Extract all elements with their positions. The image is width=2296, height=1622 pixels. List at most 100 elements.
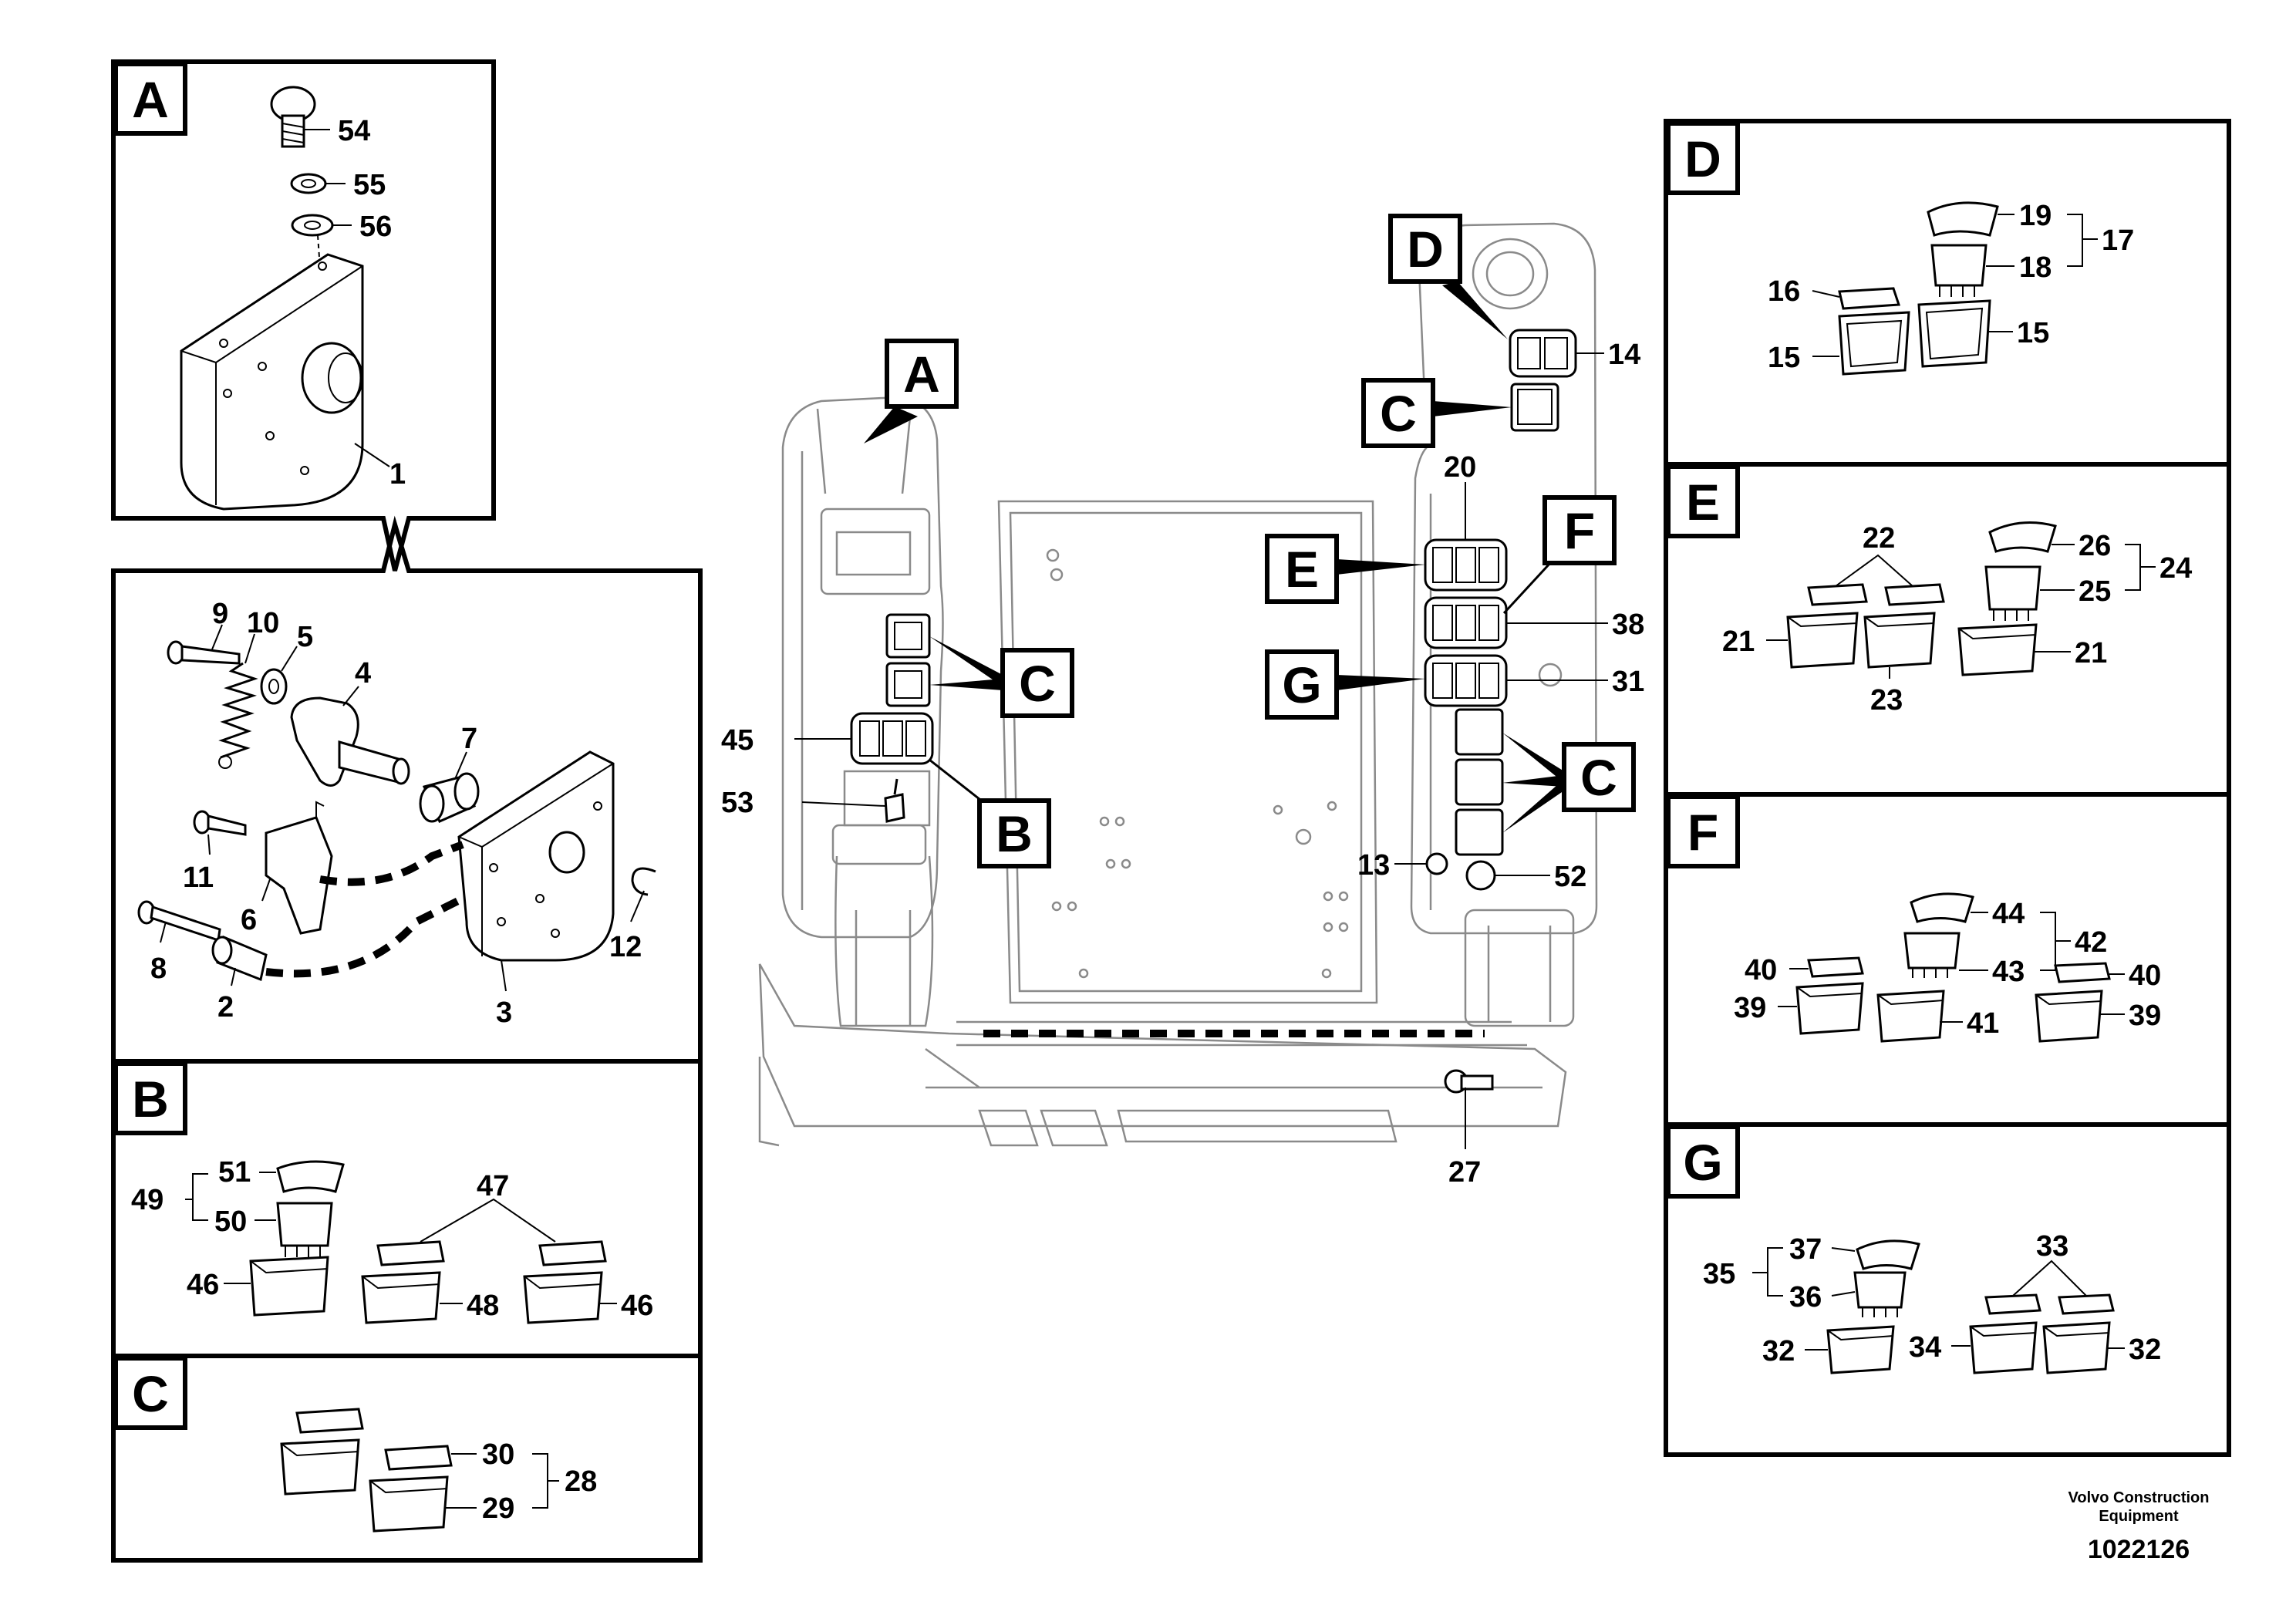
main-cab-view: A C B D C E F G C 45 53 14 20: [721, 214, 1644, 1189]
blank-cover-c2-part: [369, 1445, 453, 1533]
panel-d-letter-box: [1666, 121, 1740, 195]
lever-part: [290, 696, 410, 787]
callout-55: 55: [353, 169, 386, 201]
panel-a-letter: A: [132, 71, 169, 128]
rocker-switch-part: [249, 1160, 345, 1317]
sensor-bracket-part: [265, 801, 333, 935]
blank-cover-g1-part: [1969, 1293, 2041, 1374]
retaining-clip-part: [631, 867, 656, 896]
callout-4: 4: [355, 657, 371, 690]
panel-b-letter-box: [113, 1061, 187, 1135]
callout-51: 51: [218, 1156, 251, 1189]
callout-25: 25: [2079, 575, 2111, 608]
rocker-switch-d-part: [1927, 201, 1999, 297]
callout-23: 23: [1870, 684, 1903, 717]
mounting-plate-part: [457, 750, 615, 962]
callout-20: 20: [1444, 451, 1476, 484]
panel-a-letter-box: [113, 62, 187, 136]
pointer-c2: [1433, 401, 1512, 416]
callout-10: 10: [247, 607, 279, 639]
panel-b: B 51 49 50 46 47 48: [111, 1059, 703, 1358]
switch-frame-d2-part: [1917, 299, 1991, 368]
panel-b-letter: B: [132, 1071, 169, 1128]
panel-detail: 9 10 5 4 7 11: [111, 515, 703, 1064]
callout-24: 24: [2159, 552, 2192, 585]
callout-15b: 15: [2017, 317, 2049, 349]
callout-40b: 40: [2129, 959, 2161, 992]
main-label-b: B: [996, 805, 1033, 862]
main-label-g-box: [1265, 649, 1339, 720]
main-label-c3-box: [1562, 742, 1636, 812]
screw-part: [270, 86, 316, 148]
main-label-b-box: [977, 798, 1051, 868]
panel-f: F 44 43 42 40 40 39 41: [1664, 792, 2231, 1127]
blank-cover-c1-part: [280, 1408, 364, 1496]
bushing-part: [419, 772, 480, 823]
main-label-e: E: [1285, 541, 1319, 598]
callout-52: 52: [1554, 861, 1586, 893]
left-switch-bank: [843, 613, 934, 827]
callout-15a: 15: [1768, 342, 1800, 374]
footer-company-line1: Volvo Construction: [2068, 1489, 2210, 1506]
callout-27: 27: [1448, 1156, 1481, 1189]
main-label-a: A: [903, 346, 940, 403]
main-label-g: G: [1282, 656, 1321, 713]
callout-42: 42: [2075, 926, 2107, 959]
main-label-c3: C: [1580, 749, 1617, 806]
pointer-c1: [929, 636, 1003, 690]
callout-39b: 39: [2129, 1000, 2161, 1032]
callout-6: 6: [241, 904, 257, 936]
callout-12: 12: [609, 931, 642, 963]
callout-16: 16: [1768, 275, 1800, 308]
callout-28: 28: [565, 1465, 597, 1498]
callout-49: 49: [131, 1184, 164, 1216]
callout-31: 31: [1612, 666, 1644, 698]
blank-cover-right-part: [523, 1240, 607, 1324]
panel-c-letter: C: [132, 1365, 169, 1422]
main-label-d-box: [1388, 214, 1462, 284]
callout-30: 30: [482, 1438, 514, 1471]
blank-cover-g2-part: [2042, 1293, 2115, 1374]
callout-46b: 46: [621, 1290, 653, 1322]
callout-14: 14: [1608, 339, 1640, 371]
main-label-d: D: [1407, 221, 1444, 278]
panel-e: E 22 26 25 24 21 21 23: [1664, 462, 2231, 797]
callout-32a: 32: [1762, 1335, 1795, 1367]
panel-c-letter-box: [113, 1356, 187, 1430]
panel-c-frame: [111, 1354, 703, 1563]
rocker-switch-e-part: [1957, 521, 2057, 676]
callout-19: 19: [2019, 200, 2052, 232]
callout-36: 36: [1789, 1281, 1822, 1313]
rocker-switch-g-part: [1826, 1239, 1920, 1374]
callout-43: 43: [1992, 956, 2025, 988]
blank-cover-f1-part: [1795, 956, 1864, 1035]
callout-48: 48: [467, 1290, 499, 1322]
panel-e-letter: E: [1686, 474, 1720, 531]
panel-g: G 37 36 35 33 32 34 32: [1664, 1122, 2231, 1457]
main-label-c1: C: [1019, 655, 1056, 712]
cable-upper: [319, 841, 464, 886]
footer-drawing-number: 1022126: [2088, 1535, 2190, 1564]
callout-22: 22: [1863, 522, 1895, 555]
callout-54: 54: [338, 115, 370, 147]
panel-f-letter: F: [1687, 804, 1718, 861]
pointer-d: [1442, 282, 1508, 339]
main-label-c2-box: [1361, 378, 1435, 448]
callout-38: 38: [1612, 609, 1644, 641]
nut-part: [260, 668, 288, 705]
main-label-f-box: [1542, 495, 1617, 565]
main-label-f: F: [1564, 502, 1595, 559]
callout-50: 50: [214, 1206, 247, 1238]
callout-26: 26: [2079, 530, 2111, 562]
panel-c: C 30 29 28: [111, 1354, 703, 1563]
blank-cover-e2-part: [1863, 583, 1945, 669]
pointer-e: [1337, 559, 1425, 575]
callout-45: 45: [721, 724, 754, 757]
panel-d-letter: D: [1684, 130, 1721, 187]
switch-frame-d1-part: [1838, 287, 1910, 376]
callout-5: 5: [297, 621, 313, 653]
callout-29: 29: [482, 1492, 514, 1525]
callout-53: 53: [721, 787, 754, 819]
